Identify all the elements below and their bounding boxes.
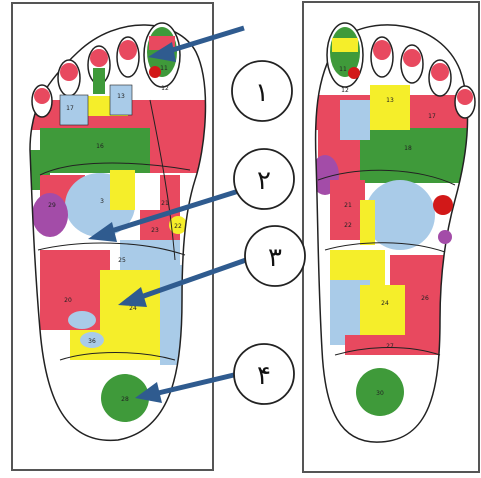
right-toe-big [327, 23, 363, 87]
right-zone-label: 24 [381, 300, 389, 307]
left-zone-label: 29 [48, 202, 56, 209]
right-toe-label: 13 [386, 97, 394, 104]
left-heel-label: 28 [121, 396, 129, 403]
left-zone-label: 21 [161, 200, 169, 207]
right-zone-label: 26 [421, 295, 429, 302]
left-toe-2 [117, 37, 139, 77]
left-zone-label: 22 [174, 223, 182, 230]
right-zone-label: 22 [344, 222, 352, 229]
left-toe-label: 12 [161, 85, 169, 92]
right-zone-label: 18 [404, 145, 412, 152]
left-toe-label: 17 [66, 105, 74, 112]
right-toe-label: 17 [428, 113, 436, 120]
callout-3-numeral: ٣ [268, 243, 282, 273]
callout-1: ١ [232, 61, 292, 121]
left-toe-5 [32, 85, 52, 117]
left-zone-label: 25 [118, 257, 126, 264]
left-zone-label: 20 [64, 297, 72, 304]
left-zone-label: 16 [96, 143, 104, 150]
right-toe-3 [401, 45, 423, 83]
right-foot: 11 12 13 17 18 21 22 24 26 27 30 [310, 23, 480, 450]
left-toe-4 [58, 60, 80, 96]
callout-2-numeral: ٢ [257, 166, 271, 196]
left-zone-label: 3 [100, 198, 104, 205]
callout-2: ٢ [234, 149, 294, 209]
left-toe-label: 13 [117, 93, 125, 100]
callout-4-numeral: ۴ [257, 361, 271, 391]
left-zone-label: 36 [88, 338, 96, 345]
right-toe-4 [429, 60, 451, 96]
callout-1-numeral: ١ [255, 78, 269, 108]
callout-4: ۴ [234, 344, 294, 404]
right-zone-label: 27 [386, 343, 394, 350]
left-zone-label: 23 [151, 227, 159, 234]
right-toe-2 [371, 37, 393, 77]
right-toe-label: 12 [341, 87, 349, 94]
right-zone-label: 21 [344, 202, 352, 209]
left-toe-label: 11 [160, 65, 168, 72]
right-toe-5 [455, 86, 475, 118]
callout-3: ٣ [245, 226, 305, 286]
callout-circles: ١ ٢ ٣ ۴ [232, 61, 305, 404]
right-toe-label: 11 [339, 66, 347, 73]
right-heel-label: 30 [376, 390, 384, 397]
